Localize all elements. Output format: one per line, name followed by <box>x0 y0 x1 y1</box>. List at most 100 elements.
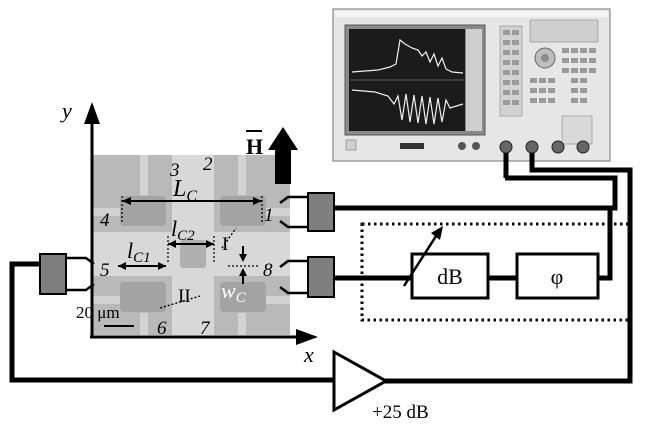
lC1-arrow-right <box>158 262 166 270</box>
H-label: H <box>246 134 263 159</box>
analyzer-knob-center <box>541 54 549 62</box>
amplifier-triangle <box>332 349 390 413</box>
network-analyzer <box>332 8 611 162</box>
stub-top-2 <box>238 155 246 195</box>
H-arrow-shaft <box>275 148 291 184</box>
pad-top-left <box>120 196 166 226</box>
key <box>571 68 578 73</box>
port-label-3: 3 <box>169 160 180 181</box>
attenuator-box <box>410 252 490 300</box>
chip <box>92 155 290 335</box>
port-label-5: 5 <box>100 260 110 281</box>
LC-arrow-left <box>122 197 131 205</box>
pad-bottom-right <box>220 282 266 312</box>
key <box>562 48 569 53</box>
wC-arrow-top-head <box>239 254 247 262</box>
key <box>530 78 537 83</box>
cable-phase-to-upper <box>598 210 613 281</box>
stub-right-bottom <box>266 296 290 304</box>
probe-right-lower-tips <box>279 259 308 295</box>
lC1-label: lC1 <box>127 238 151 266</box>
key <box>530 98 537 103</box>
key <box>580 78 587 83</box>
port-label-6: 6 <box>157 318 167 339</box>
analyzer-aux-port <box>472 142 480 150</box>
lC2-arrow-left <box>168 240 176 248</box>
key <box>548 98 555 103</box>
region-I-pointer <box>221 227 237 249</box>
key <box>512 50 519 55</box>
cable-port1-down <box>503 153 509 181</box>
wC-arrow-bottom-head <box>239 268 247 276</box>
stub-bottom-6 <box>140 313 148 335</box>
analyzer-top-edge <box>335 11 608 17</box>
wC-label: wC <box>221 278 247 306</box>
phase-shifter-block: φ <box>515 252 600 300</box>
H-arrow-head <box>268 127 298 150</box>
magnetic-field: H <box>246 127 298 184</box>
amplifier: +25 dB <box>332 349 429 423</box>
region-label-I: I <box>222 234 228 255</box>
key <box>512 60 519 65</box>
power-button <box>345 139 357 151</box>
amplifier-gain-label: +25 dB <box>372 402 429 423</box>
key <box>512 90 519 95</box>
key <box>503 50 510 55</box>
key <box>589 58 596 63</box>
variable-arrow-head <box>431 226 443 240</box>
analyzer-port-3 <box>551 140 565 154</box>
key <box>580 48 587 53</box>
phase-shifter-box <box>515 252 600 300</box>
probe-left-body <box>39 253 67 295</box>
key <box>503 30 510 35</box>
key <box>503 40 510 45</box>
cable-port2-to-amp <box>380 153 633 384</box>
trace-lower <box>351 89 464 125</box>
key <box>539 78 546 83</box>
key <box>512 100 519 105</box>
region-label-II: II <box>178 286 191 307</box>
stub-left-bottom <box>92 296 120 304</box>
key <box>571 88 578 93</box>
LC-label: LC <box>172 176 197 205</box>
key <box>580 88 587 93</box>
key <box>512 80 519 85</box>
key <box>530 88 537 93</box>
y-axis-arrow <box>84 102 100 124</box>
analyzer-usb-slot <box>400 143 424 149</box>
analyzer-display-small <box>529 19 599 43</box>
phase-shifter-label: φ <box>551 264 564 289</box>
key <box>571 78 578 83</box>
key <box>503 90 510 95</box>
analyzer-aux-port <box>458 142 466 150</box>
stub-left-4 <box>92 208 120 216</box>
region-II-pointer <box>159 295 201 309</box>
key <box>503 100 510 105</box>
analyzer-port-4 <box>576 140 590 154</box>
key <box>589 48 596 53</box>
attenuator-label: dB <box>437 264 463 289</box>
x-axis-arrow <box>296 329 318 345</box>
analyzer-softkeys <box>466 29 482 131</box>
trace-upper <box>351 38 464 74</box>
port-label-1: 1 <box>264 205 274 226</box>
probe-right-upper-tips <box>279 195 308 229</box>
key <box>571 98 578 103</box>
key <box>580 58 587 63</box>
key <box>571 58 578 63</box>
port-label-4: 4 <box>100 210 110 231</box>
center-pad <box>180 240 206 268</box>
port-label-7: 7 <box>200 318 211 339</box>
LC-arrow-right <box>253 197 262 205</box>
probe-left-tips <box>66 256 95 292</box>
key <box>562 68 569 73</box>
key <box>548 88 555 93</box>
key <box>539 98 546 103</box>
probes <box>39 192 335 298</box>
probe-right-upper-body <box>307 192 335 232</box>
attenuator-block: dB <box>402 226 490 300</box>
analyzer-panel-label <box>561 115 593 145</box>
key <box>562 58 569 63</box>
key <box>503 80 510 85</box>
controller-dotted-box <box>360 222 632 322</box>
